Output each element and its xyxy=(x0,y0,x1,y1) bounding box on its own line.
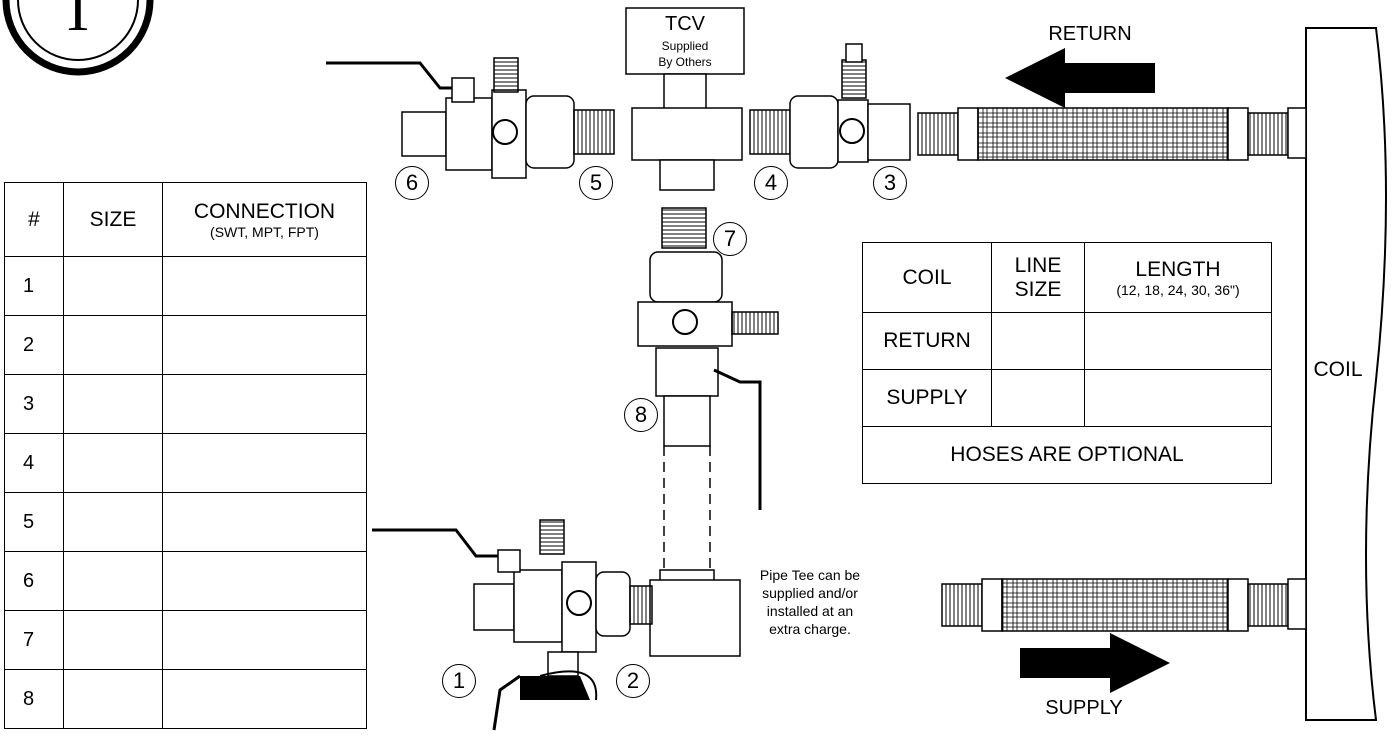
table-row: 4 xyxy=(4,433,367,493)
row-label-return: RETURN xyxy=(862,312,992,370)
size-cell[interactable] xyxy=(63,551,163,611)
supply-hose xyxy=(941,578,1307,632)
supply-label: SUPPLY xyxy=(1045,697,1122,719)
row-number: 5 xyxy=(4,492,64,552)
row-number: 4 xyxy=(4,433,64,493)
table-row: 3 xyxy=(4,374,367,434)
connection-table: # SIZE CONNECTION (SWT, MPT, FPT) 1 2 3 … xyxy=(4,182,367,729)
connection-cell[interactable] xyxy=(162,551,367,611)
row-number: 3 xyxy=(4,374,64,434)
row-label-supply: SUPPLY xyxy=(862,369,992,427)
coil-label: COIL xyxy=(1313,358,1362,381)
header-line-size-1: LINE xyxy=(1014,253,1062,277)
length-cell[interactable] xyxy=(1084,369,1272,427)
connection-cell[interactable] xyxy=(162,492,367,552)
badge-7: 7 xyxy=(713,222,747,256)
tee-note: Pipe Tee can be supplied and/or installe… xyxy=(760,567,860,637)
table-row: 7 xyxy=(4,610,367,670)
row-number: 2 xyxy=(4,315,64,375)
badge-3: 3 xyxy=(873,166,907,200)
tcv-line2: By Others xyxy=(658,55,711,69)
tcv-line1: Supplied xyxy=(662,39,709,53)
bypass-valve-assembly xyxy=(637,207,779,570)
tee-note-line2: supplied and/or xyxy=(762,585,858,601)
row-number: 1 xyxy=(4,256,64,316)
header-connection-sub: (SWT, MPT, FPT) xyxy=(210,223,319,240)
supply-arrow: SUPPLY xyxy=(1020,633,1170,719)
badge-6: 6 xyxy=(395,166,429,200)
badge-5: 5 xyxy=(579,166,613,200)
header-length: LENGTH (12, 18, 24, 30, 36") xyxy=(1084,242,1272,313)
table-row: RETURN xyxy=(862,312,1272,370)
row-number: 8 xyxy=(4,669,64,729)
logo-glyph: T xyxy=(60,0,97,43)
top-ball-valve xyxy=(326,57,615,179)
union-strainer-valve xyxy=(749,43,911,169)
return-hose xyxy=(917,107,1307,161)
tcv-valve: TCV Supplied By Others xyxy=(625,7,745,191)
table-row: SUPPLY xyxy=(862,369,1272,427)
header-length-sub: (12, 18, 24, 30, 36") xyxy=(1116,281,1240,298)
badge-2: 2 xyxy=(616,664,650,698)
hoses-optional-note: HOSES ARE OPTIONAL xyxy=(862,426,1272,484)
tee-note-line1: Pipe Tee can be xyxy=(760,567,860,583)
tcv-title: TCV xyxy=(665,13,706,35)
length-cell[interactable] xyxy=(1084,312,1272,370)
size-cell[interactable] xyxy=(63,433,163,493)
tee-note-line4: extra charge. xyxy=(769,621,851,637)
table-row: 5 xyxy=(4,492,367,552)
return-label: RETURN xyxy=(1048,23,1131,45)
connection-cell[interactable] xyxy=(162,374,367,434)
table-row: 1 xyxy=(4,256,367,316)
return-arrow: RETURN xyxy=(1005,23,1155,108)
connection-cell[interactable] xyxy=(162,315,367,375)
coil-hose-table: COIL LINE SIZE LENGTH (12, 18, 24, 30, 3… xyxy=(862,242,1272,484)
size-cell[interactable] xyxy=(63,315,163,375)
table-row: 2 xyxy=(4,315,367,375)
tee-note-line3: installed at an xyxy=(767,603,853,619)
header-connection: CONNECTION (SWT, MPT, FPT) xyxy=(162,182,367,257)
badge-4: 4 xyxy=(754,166,788,200)
table-row: 8 xyxy=(4,669,367,729)
table-row: 6 xyxy=(4,551,367,611)
header-line-size: LINE SIZE xyxy=(991,242,1085,313)
size-cell[interactable] xyxy=(63,374,163,434)
row-number: 6 xyxy=(4,551,64,611)
header-size: SIZE xyxy=(63,182,163,257)
line-size-cell[interactable] xyxy=(991,369,1085,427)
badge-8: 8 xyxy=(624,398,658,432)
badge-1: 1 xyxy=(442,664,476,698)
header-num: # xyxy=(4,182,64,257)
bottom-ball-valve xyxy=(372,519,653,731)
header-line-size-2: SIZE xyxy=(1014,277,1062,301)
header-length-label: LENGTH xyxy=(1135,257,1221,281)
size-cell[interactable] xyxy=(63,669,163,729)
header-connection-label: CONNECTION xyxy=(193,199,336,223)
header-coil: COIL xyxy=(862,242,992,313)
pipe-tee xyxy=(649,569,741,657)
connection-cell[interactable] xyxy=(162,256,367,316)
size-cell[interactable] xyxy=(63,610,163,670)
connection-cell[interactable] xyxy=(162,610,367,670)
connection-cell[interactable] xyxy=(162,669,367,729)
size-cell[interactable] xyxy=(63,256,163,316)
size-cell[interactable] xyxy=(63,492,163,552)
line-size-cell[interactable] xyxy=(991,312,1085,370)
row-number: 7 xyxy=(4,610,64,670)
logo-mark: T xyxy=(2,0,154,76)
connection-cell[interactable] xyxy=(162,433,367,493)
coil-body: COIL xyxy=(1305,27,1387,721)
